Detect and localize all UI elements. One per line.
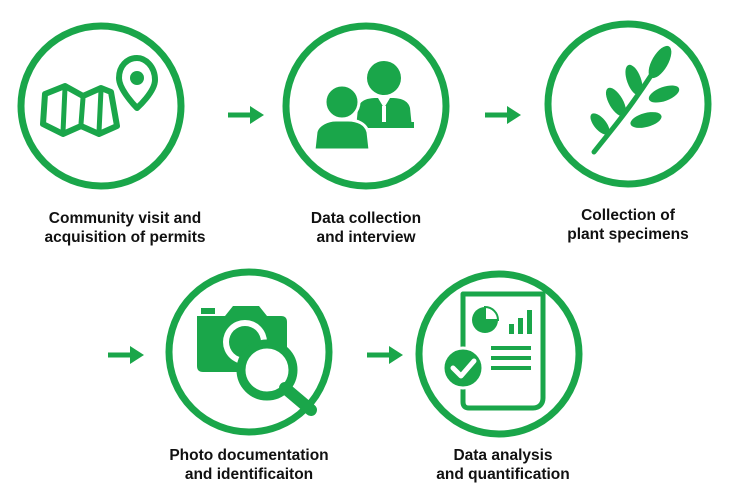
camera-magnifier-icon	[197, 306, 317, 416]
step-5-circle	[415, 270, 583, 438]
step-4-label: Photo documentation and identificaiton	[169, 447, 329, 483]
step-4-circle	[165, 268, 333, 436]
arrow-right-icon	[367, 346, 403, 364]
step-2-label: Data collection and interview	[310, 210, 422, 246]
step-3-label: Collection of plant specimens	[567, 207, 689, 243]
step-3-circle	[544, 20, 712, 188]
people-interview-icon	[312, 61, 414, 152]
arrow-right-icon	[108, 346, 144, 364]
map-pin-icon	[40, 55, 158, 137]
step-1-label: Community visit and acquisition of permi…	[44, 210, 206, 246]
step-2-circle	[282, 22, 450, 190]
step-1-circle	[17, 22, 185, 190]
report-check-icon	[441, 291, 546, 411]
plant-leaf-icon	[590, 45, 680, 155]
arrow-right-icon	[228, 106, 264, 124]
arrow-right-icon	[485, 106, 521, 124]
step-5-label: Data analysis and quantification	[436, 447, 570, 483]
